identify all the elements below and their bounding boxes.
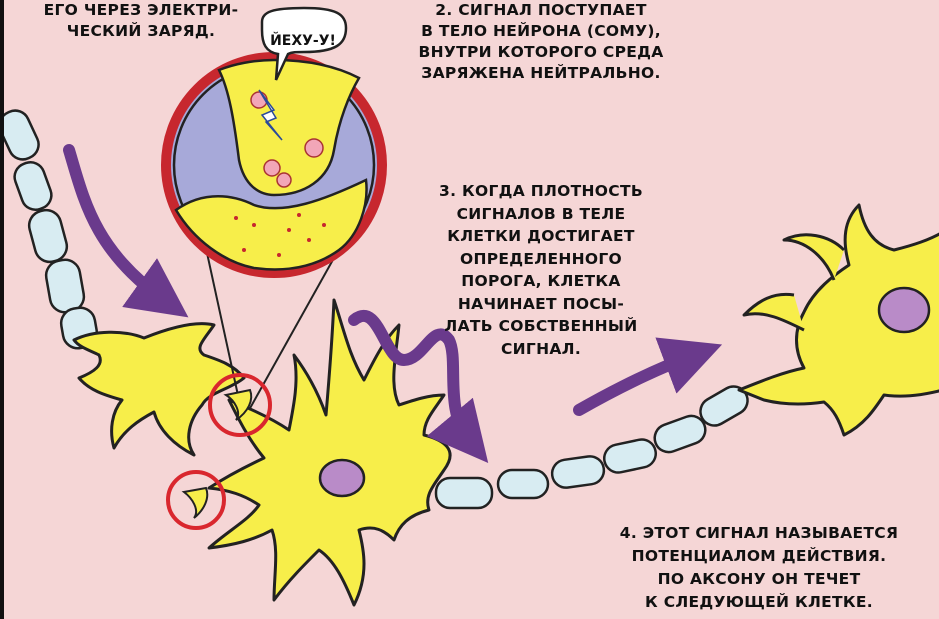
left-axon: [4, 106, 99, 351]
caption-line: ЕГО ЧЕРЕЗ ЭЛЕКТРИ-: [26, 0, 256, 21]
caption-line: СИГНАЛ.: [416, 338, 666, 361]
neuron-center: [209, 300, 450, 605]
caption-line: ВНУТРИ КОТОРОГО СРЕДА: [376, 42, 706, 63]
caption-3: 3. КОГДА ПЛОТНОСТЬ СИГНАЛОВ В ТЕЛЕ КЛЕТК…: [416, 180, 666, 360]
caption-line: В ТЕЛО НЕЙРОНА (СОМУ),: [376, 21, 706, 42]
caption-line: ПОТЕНЦИАЛОМ ДЕЙСТВИЯ.: [579, 545, 939, 568]
caption-line: К СЛЕДУЮЩЕЙ КЛЕТКЕ.: [579, 591, 939, 614]
caption-line: 3. КОГДА ПЛОТНОСТЬ: [416, 180, 666, 203]
caption-line: ЛАТЬ СОБСТВЕННЫЙ: [416, 315, 666, 338]
caption-line: ЧЕСКИЙ ЗАРЯД.: [26, 21, 256, 42]
synapse-zoom-lens: [166, 57, 382, 273]
caption-line: СИГНАЛОВ В ТЕЛЕ: [416, 203, 666, 226]
neuron-left: [74, 324, 244, 455]
caption-line: 4. ЭТОТ СИГНАЛ НАЗЫВАЕТСЯ: [579, 522, 939, 545]
caption-line: ОПРЕДЕЛЕННОГО: [416, 248, 666, 271]
caption-line: ЗАРЯЖЕНА НЕЙТРАЛЬНО.: [376, 63, 706, 84]
speech-bubble-text: ЙЕХУ-У!: [260, 33, 346, 49]
caption-line: 2. СИГНАЛ ПОСТУПАЕТ: [376, 0, 706, 21]
caption-line: ПОРОГА, КЛЕТКА: [416, 270, 666, 293]
caption-1: ЕГО ЧЕРЕЗ ЭЛЕКТРИ- ЧЕСКИЙ ЗАРЯД.: [26, 0, 256, 42]
caption-line: НАЧИНАЕТ ПОСЫ-: [416, 293, 666, 316]
neuron-right: [739, 205, 939, 435]
caption-line: КЛЕТКИ ДОСТИГАЕТ: [416, 225, 666, 248]
caption-2: 2. СИГНАЛ ПОСТУПАЕТ В ТЕЛО НЕЙРОНА (СОМУ…: [376, 0, 706, 84]
caption-line: ПО АКСОНУ ОН ТЕЧЕТ: [579, 568, 939, 591]
caption-4: 4. ЭТОТ СИГНАЛ НАЗЫВАЕТСЯ ПОТЕНЦИАЛОМ ДЕ…: [579, 522, 939, 614]
